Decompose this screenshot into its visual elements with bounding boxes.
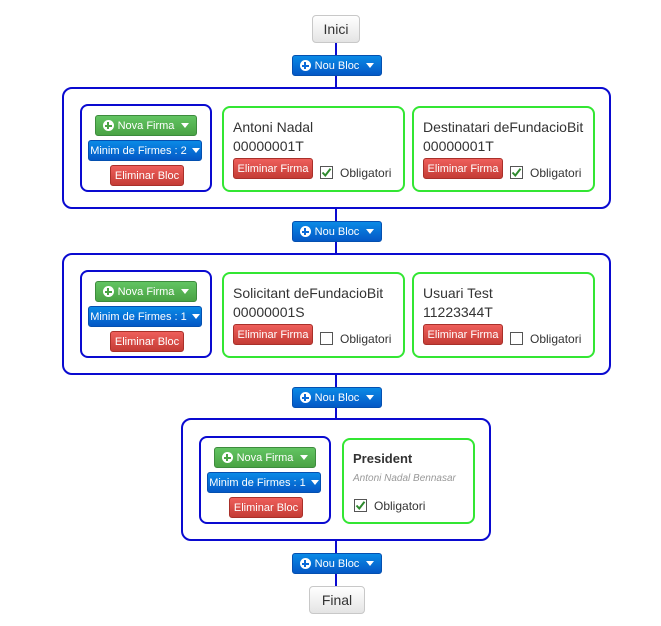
mandatory-label: Obligatori: [340, 332, 392, 346]
delete-signature-button[interactable]: Eliminar Firma: [423, 324, 503, 345]
signer-nif: 00000001S: [233, 304, 305, 320]
signer-name: Antoni Nadal: [233, 119, 314, 135]
new-block-label: Nou Bloc: [314, 225, 360, 238]
caret-down-icon: [191, 314, 200, 319]
signer-nif: 00000001T: [233, 138, 304, 154]
new-signature-label: Nova Firma: [236, 451, 294, 464]
delete-signature-button[interactable]: Eliminar Firma: [233, 324, 313, 345]
mandatory-checkbox[interactable]: [510, 332, 523, 345]
new-block-label: Nou Bloc: [314, 59, 360, 72]
signer-person: Antoni Nadal Bennasar: [353, 473, 456, 484]
signer-nif: 11223344T: [423, 304, 493, 320]
checkmark-icon: [355, 501, 366, 511]
caret-down-icon: [366, 561, 375, 566]
new-signature-button[interactable]: Nova Firma: [95, 115, 197, 136]
new-signature-label: Nova Firma: [117, 119, 175, 132]
start-node-button[interactable]: Inici: [312, 15, 360, 43]
checkmark-icon: [511, 168, 522, 178]
new-block-label: Nou Bloc: [314, 391, 360, 404]
caret-down-icon: [366, 229, 375, 234]
signer-card: Usuari Test 11223344T Eliminar Firma Obl…: [412, 272, 595, 358]
caret-down-icon: [191, 148, 200, 153]
signature-block: Nova Firma Minim de Firmes : 2 Eliminar …: [62, 87, 611, 209]
delete-block-button[interactable]: Eliminar Bloc: [110, 165, 184, 186]
signature-block: Nova Firma Minim de Firmes : 1 Eliminar …: [62, 253, 611, 375]
plus-circle-icon: [221, 452, 233, 463]
delete-signature-button[interactable]: Eliminar Firma: [423, 158, 503, 179]
plus-circle-icon: [102, 286, 114, 297]
signer-card: Antoni Nadal 00000001T Eliminar Firma Ob…: [222, 106, 405, 192]
caret-down-icon: [366, 63, 375, 68]
signer-card: Solicitant deFundacioBit 00000001S Elimi…: [222, 272, 405, 358]
caret-down-icon: [366, 395, 375, 400]
caret-down-icon: [300, 455, 309, 460]
mandatory-label: Obligatori: [374, 499, 426, 513]
new-signature-label: Nova Firma: [117, 285, 175, 298]
checkmark-icon: [321, 168, 332, 178]
mandatory-label: Obligatori: [340, 166, 392, 180]
plus-circle-icon: [299, 392, 311, 403]
end-node-button[interactable]: Final: [309, 586, 365, 614]
minimum-signatures-label: Minim de Firmes : 1: [209, 476, 306, 489]
plus-circle-icon: [299, 558, 311, 569]
new-signature-button[interactable]: Nova Firma: [95, 281, 197, 302]
signer-nif: 00000001T: [423, 138, 494, 154]
minimum-signatures-dropdown[interactable]: Minim de Firmes : 2: [88, 140, 202, 161]
new-block-button[interactable]: Nou Bloc: [292, 387, 382, 408]
minimum-signatures-dropdown[interactable]: Minim de Firmes : 1: [88, 306, 202, 327]
minimum-signatures-label: Minim de Firmes : 1: [90, 310, 187, 323]
plus-circle-icon: [102, 120, 114, 131]
block-controls: Nova Firma Minim de Firmes : 1 Eliminar …: [80, 270, 212, 358]
plus-circle-icon: [299, 226, 311, 237]
mandatory-checkbox[interactable]: [510, 166, 523, 179]
new-block-button[interactable]: Nou Bloc: [292, 553, 382, 574]
delete-block-button[interactable]: Eliminar Bloc: [229, 497, 303, 518]
signer-card: Destinatari deFundacioBit 00000001T Elim…: [412, 106, 595, 192]
mandatory-label: Obligatori: [530, 332, 582, 346]
signature-block: Nova Firma Minim de Firmes : 1 Eliminar …: [181, 418, 491, 541]
signer-name: Solicitant deFundacioBit: [233, 285, 384, 301]
mandatory-label: Obligatori: [530, 166, 582, 180]
delete-signature-button[interactable]: Eliminar Firma: [233, 158, 313, 179]
new-block-button[interactable]: Nou Bloc: [292, 55, 382, 76]
new-block-label: Nou Bloc: [314, 557, 360, 570]
delete-block-button[interactable]: Eliminar Bloc: [110, 331, 184, 352]
caret-down-icon: [310, 480, 319, 485]
new-signature-button[interactable]: Nova Firma: [214, 447, 316, 468]
signer-name: Usuari Test: [423, 285, 493, 301]
signer-name: Destinatari deFundacioBit: [423, 119, 584, 135]
signer-role: President: [353, 451, 413, 466]
caret-down-icon: [181, 289, 190, 294]
block-controls: Nova Firma Minim de Firmes : 2 Eliminar …: [80, 104, 212, 192]
minimum-signatures-dropdown[interactable]: Minim de Firmes : 1: [207, 472, 321, 493]
mandatory-checkbox[interactable]: [320, 332, 333, 345]
mandatory-checkbox[interactable]: [354, 499, 367, 512]
signer-card: President Antoni Nadal Bennasar Obligato…: [342, 438, 475, 524]
new-block-button[interactable]: Nou Bloc: [292, 221, 382, 242]
plus-circle-icon: [299, 60, 311, 71]
caret-down-icon: [181, 123, 190, 128]
mandatory-checkbox[interactable]: [320, 166, 333, 179]
minimum-signatures-label: Minim de Firmes : 2: [90, 144, 187, 157]
block-controls: Nova Firma Minim de Firmes : 1 Eliminar …: [199, 436, 331, 524]
